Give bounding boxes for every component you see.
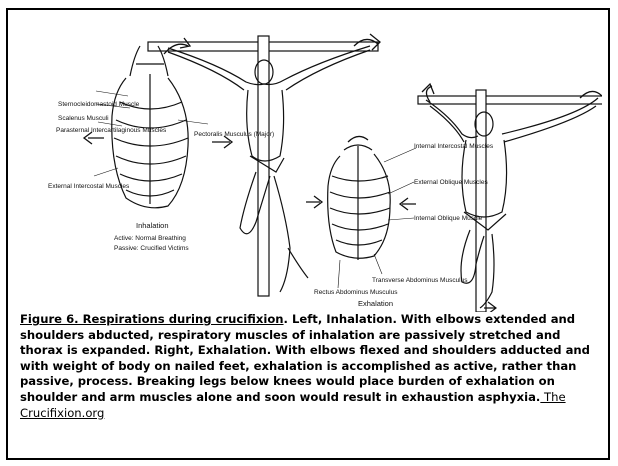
label-scalenus: Scalenus Musculi [58, 115, 109, 122]
figure-caption: Figure 6. Respirations during crucifixio… [20, 312, 604, 421]
label-sternocleidomastoid: Sternocleidomastoid Muscle [58, 101, 140, 108]
label-transverse: Transverse Abdominus Musculus [372, 277, 468, 284]
label-internal-intercostal: Internal Intercostal Muscles [414, 143, 494, 150]
right-ribcage [328, 145, 391, 260]
label-pectoralis: Pectoralis Musculus (Major) [194, 131, 274, 138]
label-leader-lines [94, 91, 416, 288]
label-rectus: Rectus Abdominus Musculus [314, 289, 398, 296]
slide-frame: Sternocleidomastoid Muscle Scalenus Musc… [6, 8, 610, 460]
label-external-oblique: External Oblique Muscles [414, 179, 488, 186]
left-cross [148, 36, 378, 296]
inhalation-passive-note: Passive: Crucified Victims [114, 245, 189, 252]
label-parasternal: Parasternal Intercartilaginous Muscles [56, 127, 167, 134]
exhalation-title: Exhalation [358, 299, 393, 308]
caption-title: Figure 6. Respirations during crucifixio… [20, 312, 284, 326]
inhalation-title: Inhalation [136, 221, 169, 230]
label-internal-oblique: Internal Oblique Muscle [414, 215, 483, 222]
inhalation-active-note: Active: Normal Breathing [114, 235, 186, 242]
crucifixion-respiration-figure: Sternocleidomastoid Muscle Scalenus Musc… [18, 16, 602, 312]
figure-illustration: Sternocleidomastoid Muscle Scalenus Musc… [18, 16, 602, 312]
label-external-intercostal: External Intercostal Muscles [48, 183, 130, 190]
